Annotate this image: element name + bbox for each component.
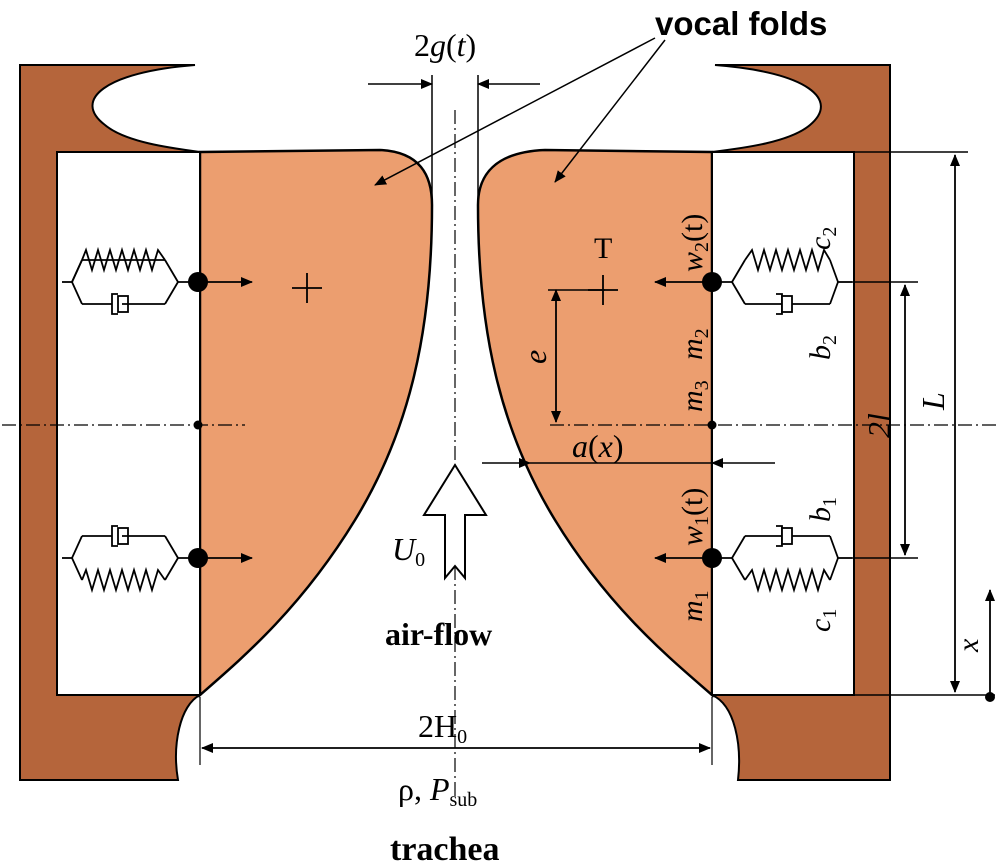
- left-upper-spring-damper: [62, 246, 198, 315]
- right-vocal-fold: [476, 148, 714, 698]
- H0-label: 2H0: [418, 708, 467, 748]
- left-vocal-fold: [198, 148, 434, 698]
- right-middle-mass: [707, 420, 717, 430]
- ax-label: a(x): [572, 428, 624, 464]
- U0-label: U0: [392, 531, 425, 571]
- right-upper-mass: [702, 272, 722, 292]
- L-label: L: [915, 392, 951, 411]
- m3-label: m3: [676, 380, 713, 412]
- m2-label: m2: [676, 328, 713, 360]
- left-upper-mass: [188, 272, 208, 292]
- left-spring-box: [56, 151, 201, 696]
- b1-label: b1: [804, 497, 841, 522]
- rho-psub-label: ρ, Psub: [398, 771, 477, 811]
- left-middle-mass: [193, 420, 203, 430]
- airflow-arrow: [422, 463, 488, 581]
- m1-label: m1: [676, 590, 713, 622]
- air-flow-label: air-flow: [385, 616, 492, 652]
- c1-label: c1: [804, 609, 841, 632]
- centroid-label: T: [594, 232, 612, 265]
- left-lower-mass: [188, 548, 208, 568]
- vocal-folds-leader-right: [554, 39, 666, 183]
- left-centroid-cross: [292, 273, 322, 303]
- b2-label: b2: [804, 335, 841, 360]
- trachea-label: trachea: [390, 831, 500, 868]
- right-lower-mass: [702, 548, 722, 568]
- c2-label: c2: [804, 227, 841, 250]
- two-l-label: 2l: [861, 413, 897, 438]
- x-axis-origin: [985, 692, 995, 702]
- w2-label: w2(t): [676, 214, 713, 272]
- right-lower-spring-damper: [712, 525, 852, 594]
- vocal-folds-leader-left: [374, 37, 656, 186]
- w1-label: w1(t): [676, 488, 713, 546]
- vocal-folds-label: vocal folds: [655, 5, 827, 42]
- x-axis-label: x: [952, 638, 985, 653]
- left-lower-spring-damper: [62, 525, 198, 594]
- ecc-label: e: [517, 350, 553, 364]
- right-spring-box: [711, 151, 855, 696]
- gap-label: 2g(t): [414, 27, 476, 63]
